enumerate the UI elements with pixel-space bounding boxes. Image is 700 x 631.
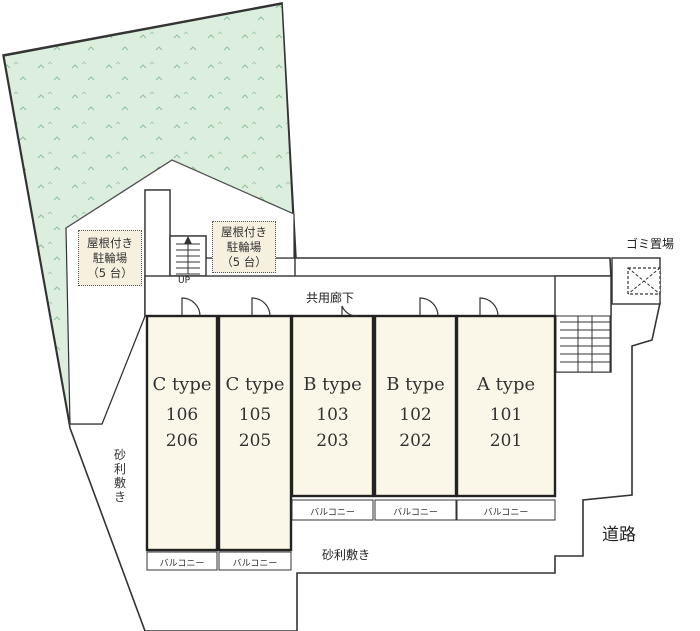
room-label-103: B type 103 203: [292, 372, 373, 454]
room-number-lower: 202: [399, 431, 432, 451]
room-101-201: [455, 314, 557, 498]
room-number-upper: 102: [399, 405, 432, 425]
balcony-label: バルコニー: [393, 508, 438, 518]
balconies: [146, 499, 556, 571]
room-type: B type: [386, 374, 445, 395]
room-102-202: [373, 314, 458, 498]
corridor-label: 共用廊下: [306, 291, 355, 305]
balcony-label: バルコニー: [310, 508, 355, 518]
room-type: C type: [152, 374, 212, 395]
bike-parking-line3: （5 台）: [87, 265, 133, 280]
gravel-label-bottom: 砂利敷き: [322, 548, 371, 562]
room-label-102: B type 102 202: [375, 372, 456, 454]
room-number-upper: 106: [165, 405, 199, 425]
side-stairs: [555, 315, 611, 373]
room-number-lower: 205: [238, 431, 272, 451]
room-label-101: A type 101 201: [457, 372, 555, 454]
room-type: B type: [303, 374, 362, 395]
room-number-upper: 105: [238, 405, 272, 425]
shared-corridor: [144, 275, 612, 317]
balcony-label: バルコニー: [232, 559, 278, 569]
room-number-lower: 206: [165, 431, 199, 451]
balcony-label: バルコニー: [483, 508, 529, 518]
balcony-label: バルコニー: [159, 559, 205, 569]
doors: [181, 297, 499, 317]
room-label-105: C type 105 205: [219, 372, 291, 454]
room-type: C type: [225, 374, 285, 395]
bike-parking-label-left: 屋根付き 駐輪場 （5 台）: [78, 230, 142, 286]
room-number-lower: 203: [316, 431, 349, 451]
bike-parking-line1: 屋根付き: [221, 224, 267, 239]
room-number-upper: 103: [316, 405, 349, 425]
room-number-upper: 101: [489, 405, 523, 425]
room-105-205: [217, 314, 293, 552]
room-number-lower: 201: [489, 431, 523, 451]
bike-parking-label-right: 屋根付き 駐輪場 （5 台）: [212, 221, 276, 273]
bike-parking-line3: （5 台）: [221, 254, 267, 269]
bike-parking-line1: 屋根付き: [87, 235, 133, 250]
gravel-label-left: 砂 利 敷 き: [113, 448, 126, 504]
garbage-label: ゴミ置場: [626, 237, 675, 251]
room-103-203: [290, 314, 375, 498]
bike-parking-line2: 駐輪場: [226, 239, 262, 254]
rooms: [145, 314, 557, 552]
room-label-106: C type 106 206: [147, 372, 217, 454]
room-type: A type: [476, 374, 536, 395]
bike-parking-line2: 駐輪場: [92, 250, 128, 265]
stairs-up-label: UP: [178, 276, 191, 286]
road-label: 道路: [602, 525, 636, 545]
